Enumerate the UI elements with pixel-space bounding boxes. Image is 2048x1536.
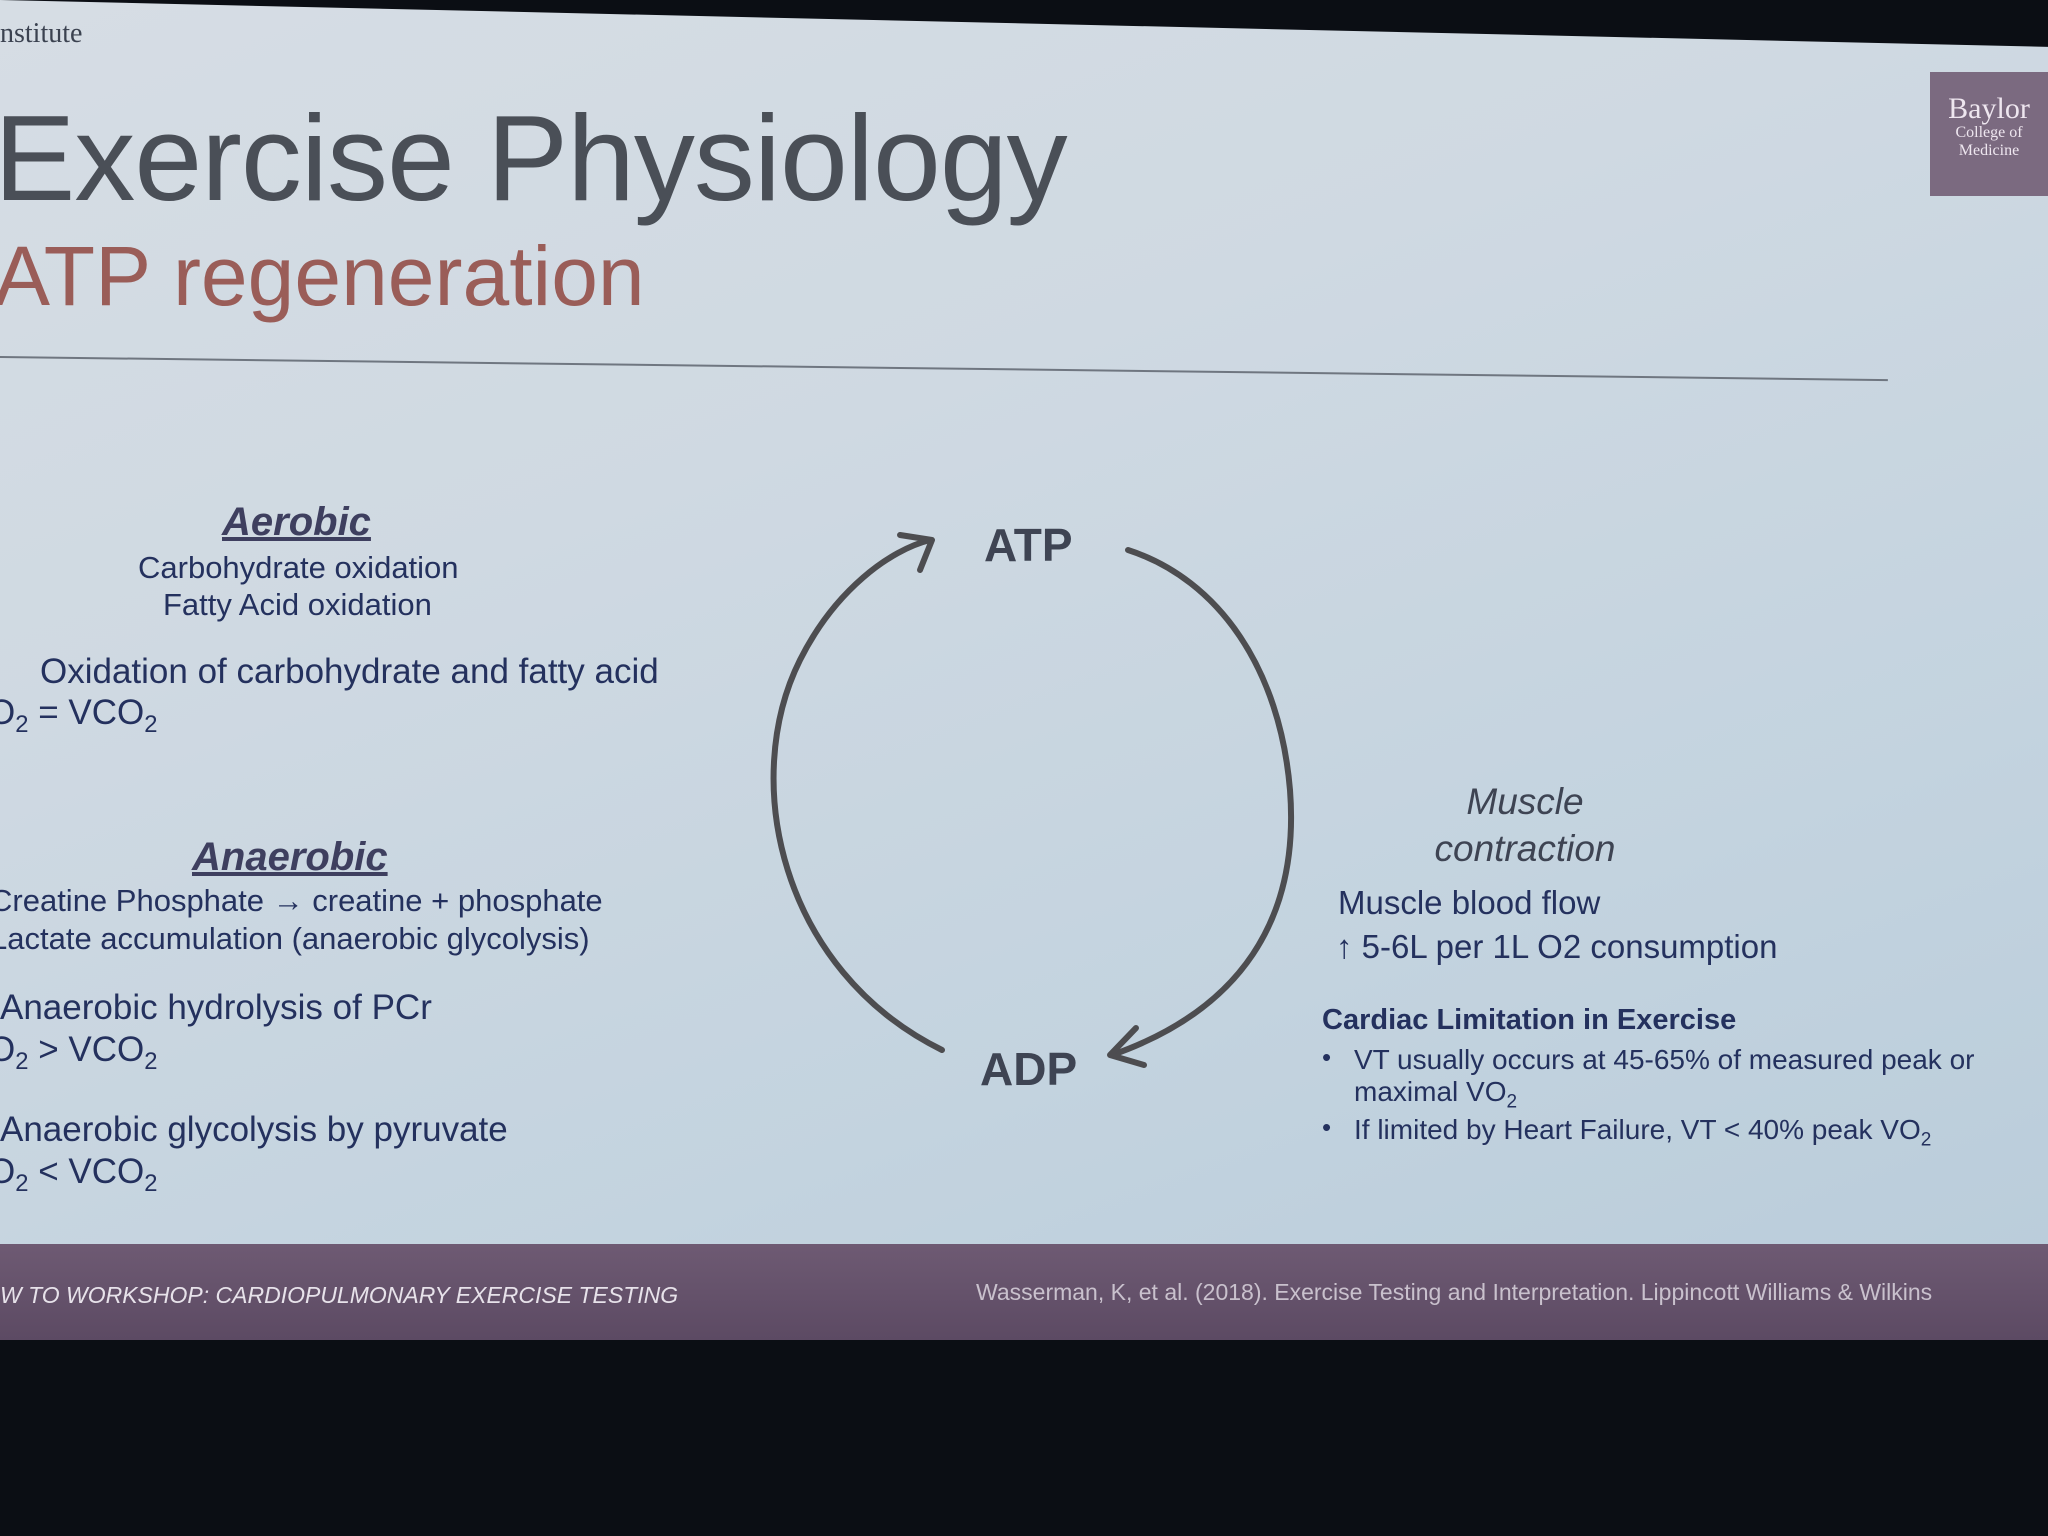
atp-adp-cycle-diagram (770, 532, 1294, 1068)
cardiac-bullet-1-line-2: maximal VO2 (1354, 1076, 1518, 1113)
left-arc-arrow (770, 537, 945, 1053)
arrowhead-to-adp (1107, 1025, 1147, 1068)
anaerobic-pcr-text: Anaerobic hydrolysis of PCr (0, 988, 432, 1027)
arrowhead-to-atp (897, 532, 935, 573)
atp-label: ATP (984, 519, 1073, 571)
aerobic-equation: O2 = VCO2 (0, 693, 158, 738)
muscle-flow-rate: ↑ 5-6L per 1L O2 consumption (1336, 928, 1778, 965)
muscle-blood-flow: Muscle blood flow (1338, 884, 1601, 921)
institute-label: nstitute (0, 18, 83, 49)
muscle-contraction-heading: Muscle contraction (1400, 778, 1650, 872)
muscle-heading-line-1: Muscle (1466, 781, 1584, 822)
aerobic-heading: Aerobic (222, 500, 371, 544)
bullet-2: • (1322, 1112, 1332, 1142)
anaerobic-equation-2: O2 < VCO2 (0, 1152, 158, 1197)
muscle-heading-line-2: contraction (1434, 828, 1616, 869)
anaerobic-glycolysis-text: Anaerobic glycolysis by pyruvate (0, 1110, 508, 1149)
cardiac-bullet-2: If limited by Heart Failure, VT < 40% pe… (1354, 1114, 1932, 1151)
logo-line-1: Baylor (1948, 92, 2030, 125)
baylor-logo: Baylor College of Medicine (1930, 72, 2048, 196)
footer-bar (0, 1244, 2048, 1340)
cardiac-limitation-heading: Cardiac Limitation in Exercise (1322, 1004, 1737, 1036)
logo-line-3: Medicine (1958, 142, 2020, 159)
aerobic-description: Oxidation of carbohydrate and fatty acid (40, 652, 659, 691)
aerobic-line-1: Carbohydrate oxidation (138, 550, 459, 585)
anaerobic-heading: Anaerobic (192, 835, 388, 879)
footer-workshop-title: W TO WORKSHOP: CARDIOPULMONARY EXERCISE … (0, 1282, 679, 1308)
slide-title: Exercise Physiology (0, 90, 1068, 226)
title-divider (0, 356, 1888, 382)
slide-subtitle: ATP regeneration (0, 229, 645, 323)
aerobic-line-2: Fatty Acid oxidation (163, 587, 432, 622)
anaerobic-equation-1: O2 > VCO2 (0, 1030, 158, 1075)
adp-label: ADP (980, 1043, 1078, 1095)
cardiac-bullet-1-line-1: VT usually occurs at 45-65% of measured … (1354, 1044, 1975, 1075)
bullet-1: • (1322, 1042, 1332, 1072)
slide: nstitute Baylor College of Medicine Exer… (0, 0, 2048, 1340)
anaerobic-line-1: Creatine Phosphate → creatine + phosphat… (0, 883, 603, 918)
logo-line-2: College of (1955, 124, 2023, 141)
footer-citation: Wasserman, K, et al. (2018). Exercise Te… (976, 1279, 1933, 1305)
anaerobic-line-2: Lactate accumulation (anaerobic glycolys… (0, 921, 590, 956)
right-arc-arrow (1109, 547, 1294, 1058)
